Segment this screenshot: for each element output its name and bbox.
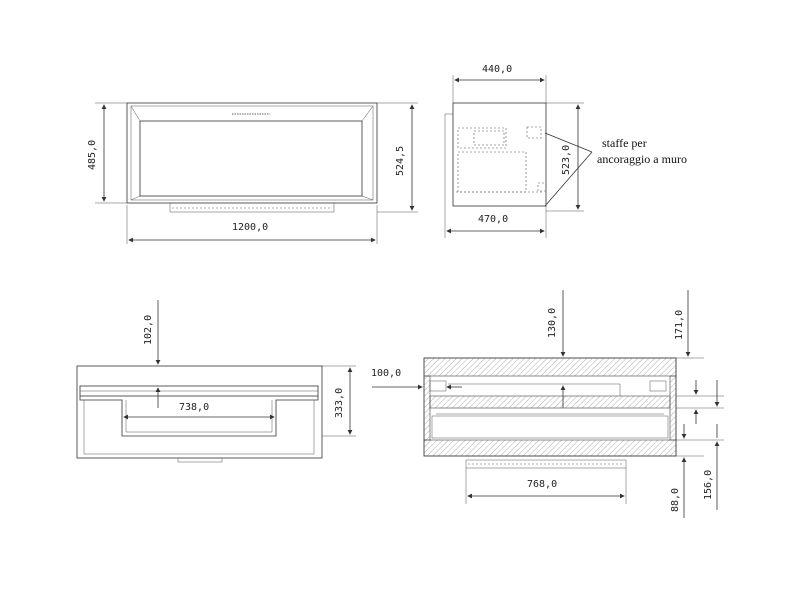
section-base-plinth <box>465 459 627 469</box>
front-width-label: 1200,0 <box>232 222 268 233</box>
section-width-label: 768,0 <box>527 479 557 490</box>
section-view: 100,0 130,0 171,0 88,0 156,0 768,0 <box>371 290 724 518</box>
bracket-note-line2: ancoraggio a muro <box>597 152 687 166</box>
section-left-bracket <box>429 380 447 392</box>
plan-cutout <box>79 396 319 437</box>
front-inner-panel <box>139 120 363 197</box>
section-top-slab <box>423 357 677 377</box>
side-height-label: 523,0 <box>561 145 572 175</box>
side-depth-top-label: 440,0 <box>482 64 512 75</box>
section-lower-slab <box>423 439 677 457</box>
plan-top-offset-label: 102,0 <box>143 315 154 345</box>
front-base-plinth <box>169 202 335 213</box>
side-body <box>452 102 547 207</box>
section-left-offset-label: 100,0 <box>371 368 401 379</box>
front-bevel-frame <box>130 105 374 201</box>
bracket-leader-line-bottom <box>544 151 593 207</box>
plan-depth-label: 333,0 <box>334 388 345 418</box>
section-middle-slab <box>429 395 671 409</box>
section-right-bracket <box>649 380 667 392</box>
front-height-outer-label: 524,5 <box>395 146 406 176</box>
section-right-top-label: 171,0 <box>674 310 685 340</box>
front-view: 1200,0 485,0 524,5 <box>87 102 418 244</box>
side-upper-bracket <box>457 127 507 149</box>
front-height-inner-label: 485,0 <box>87 140 98 170</box>
side-depth-bottom-label: 470,0 <box>478 214 508 225</box>
section-bottom-large-label: 156,0 <box>703 470 714 500</box>
section-bottom-small-label: 88,0 <box>670 488 681 512</box>
side-lower-drawer <box>457 151 527 193</box>
section-top-offset-label: 130,0 <box>547 308 558 338</box>
bracket-leader-line-top <box>544 132 593 153</box>
wall-bracket-bottom <box>537 182 547 192</box>
section-drawer <box>431 415 669 439</box>
side-view: 440,0 470,0 523,0 staffe per ancoraggio … <box>444 64 687 238</box>
bracket-note-line1: staffe per <box>602 136 647 150</box>
plan-cutout-width-label: 738,0 <box>179 402 209 413</box>
front-outer-frame <box>126 102 378 204</box>
wall-bracket-top <box>526 126 542 139</box>
plan-view: 102,0 738,0 333,0 <box>76 300 356 463</box>
